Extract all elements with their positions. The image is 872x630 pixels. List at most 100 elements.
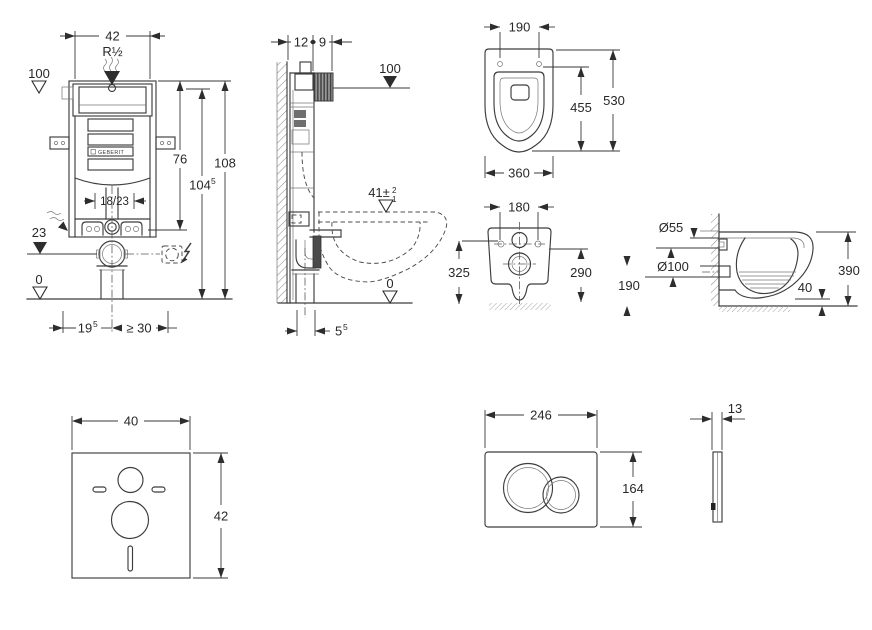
actuator-housing-section — [313, 72, 334, 102]
dim-outlet-height-pan: 190 — [618, 256, 640, 316]
dim-depth-to-holes: 455 — [532, 66, 620, 152]
svg-text:1: 1 — [392, 195, 397, 204]
svg-text:360: 360 — [508, 166, 530, 181]
flush-inlet-section — [718, 238, 728, 251]
svg-text:Ø100: Ø100 — [657, 259, 689, 274]
svg-text:246: 246 — [530, 408, 552, 423]
dim-plate-height: 104 5 — [189, 89, 216, 299]
mounting-clip — [711, 503, 716, 510]
dim-mat-height: 42 — [193, 452, 228, 579]
dim-fixing-centres-rear: 180 — [484, 200, 554, 240]
svg-text:455: 455 — [570, 100, 592, 115]
cistern-frame-outline — [61, 80, 157, 238]
svg-text:100: 100 — [28, 66, 50, 81]
wall-hatch — [711, 214, 719, 306]
dim-plate-height: 164 — [600, 451, 644, 528]
actuator-front-view: 246 164 — [484, 408, 644, 528]
dim-plate-width: 246 — [484, 408, 598, 448]
svg-text:13: 13 — [728, 401, 742, 416]
svg-text:5: 5 — [343, 322, 348, 332]
datum-supply-height-side: 100 — [333, 61, 410, 89]
dim-pan-width: 360 — [484, 156, 554, 181]
wall-bracket-right — [155, 136, 176, 150]
wall-bracket-left — [49, 136, 70, 150]
svg-text:530: 530 — [603, 93, 625, 108]
wall-hatch — [277, 62, 287, 303]
datum-open-icon — [32, 286, 48, 301]
water-surface — [739, 271, 796, 289]
dim-height-overall: 325 — [448, 240, 498, 304]
electrical-connection-icon — [161, 242, 192, 264]
svg-text:190: 190 — [509, 20, 531, 35]
dim-frame-depth: 12 9 — [271, 35, 352, 71]
frame-feet — [81, 221, 143, 236]
cistern-front-view: GEBERIT — [26, 29, 236, 336]
cistern-duct-outline — [288, 61, 315, 304]
dim-frame-width: 42 R½ — [60, 29, 165, 79]
svg-text:Ø55: Ø55 — [659, 220, 684, 235]
dim-outlet-positions: 18/23 — [84, 193, 146, 209]
fixing-slot — [151, 486, 166, 493]
datum-filled-icon — [383, 76, 397, 88]
dim-frame-height: 76 — [148, 80, 231, 231]
svg-text:180: 180 — [508, 200, 530, 215]
dim-outlet-dia: Ø100 — [645, 259, 719, 287]
svg-text:164: 164 — [622, 481, 644, 496]
dim-plate-thickness: 13 — [690, 401, 745, 450]
outlet-cutout — [110, 500, 150, 540]
dim-total-depth: 530 — [556, 49, 625, 151]
datum-filled-icon — [33, 242, 47, 254]
datum-open-icon — [382, 290, 398, 305]
datum-pan-top-height: 41± 2 1 — [368, 185, 397, 214]
dim-pan-height: 390 — [816, 231, 860, 306]
svg-text:5: 5 — [211, 176, 216, 186]
svg-text:42: 42 — [105, 29, 119, 44]
datum-outlet-height: 23 — [32, 225, 47, 254]
dim-mat-width: 40 — [71, 414, 191, 450]
cistern-access-panels: GEBERIT — [87, 118, 134, 171]
svg-text:≥ 30: ≥ 30 — [126, 321, 151, 336]
svg-text:0: 0 — [35, 272, 42, 287]
dim-fixing-centres-top: 190 — [484, 20, 555, 58]
bottom-slot — [127, 545, 134, 572]
svg-text:325: 325 — [448, 265, 470, 280]
fixing-slot — [92, 486, 107, 493]
full-flush-button — [502, 462, 554, 514]
svg-text:40: 40 — [124, 414, 138, 429]
floor-shadow-hatch — [489, 303, 551, 310]
brand-logo-mark — [90, 149, 96, 155]
fixing-hole — [497, 61, 503, 67]
pan-top-view: 190 455 530 360 — [484, 20, 625, 181]
actuator-plate-outline — [484, 451, 598, 528]
svg-text:104: 104 — [189, 178, 211, 193]
dim-height-front: 290 — [549, 248, 592, 302]
svg-text:76: 76 — [173, 152, 187, 167]
svg-text:18/23: 18/23 — [100, 196, 129, 208]
drain-elbow — [291, 235, 322, 318]
floor-hatch — [719, 306, 790, 312]
svg-text:23: 23 — [32, 225, 46, 240]
svg-text:190: 190 — [618, 278, 640, 293]
svg-text:42: 42 — [214, 509, 228, 524]
datum-floor-front: 0 — [32, 272, 48, 301]
datum-supply-height: 100 — [28, 66, 50, 95]
fixing-hole — [536, 61, 542, 67]
dim-side-offset: 19 5 — [49, 311, 169, 336]
flush-cutout — [117, 466, 144, 494]
dim-flush-pipe-dia: Ø55 — [656, 220, 719, 258]
insulation-mat-outline — [71, 452, 191, 579]
insulation-mat-view: 40 42 — [71, 414, 228, 579]
pan-rear-outline — [487, 222, 552, 305]
half-flush-button — [542, 476, 580, 514]
dim-min-clearance: ≥ 30 — [126, 321, 177, 336]
outlet-section — [718, 265, 731, 278]
svg-text:12: 12 — [294, 35, 308, 50]
svg-text:5: 5 — [93, 319, 98, 329]
svg-text:100: 100 — [379, 61, 401, 76]
actuator-side-view: 13 — [690, 401, 745, 523]
wave-arrow-icon — [46, 211, 68, 231]
supply-thread-label: R½ — [102, 44, 122, 59]
svg-text:40: 40 — [798, 280, 812, 295]
pan-side-outline — [718, 231, 814, 299]
cistern-side-view: 12 9 100 41± 2 1 0 5 — [271, 35, 448, 339]
